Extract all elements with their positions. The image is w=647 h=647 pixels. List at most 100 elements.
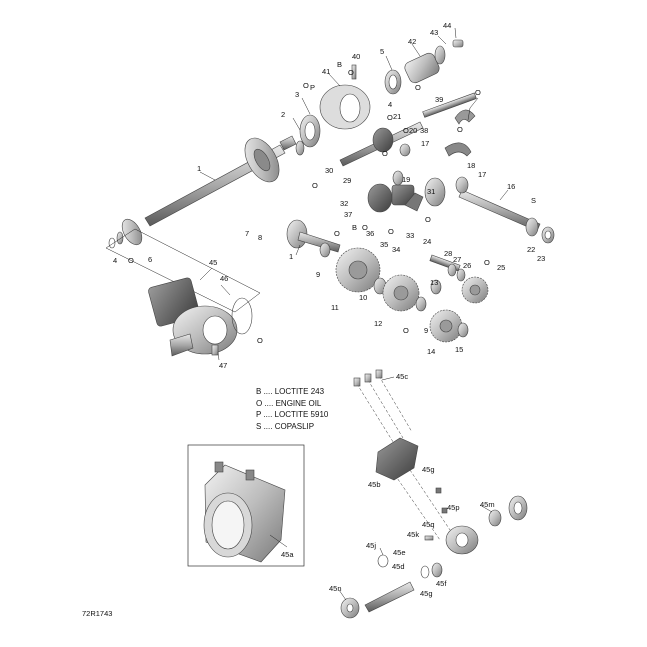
assembly-45 <box>105 228 261 357</box>
symbol-engine-oil: O <box>425 215 431 224</box>
callout-40: 40 <box>352 52 360 61</box>
upper-bearing-group <box>295 39 464 156</box>
callout-9: 9 <box>424 326 428 335</box>
callout-10: 10 <box>359 293 367 302</box>
callout-32: 32 <box>340 199 348 208</box>
callout-41: 41 <box>322 67 330 76</box>
callout-18: 18 <box>467 161 475 170</box>
callout-42: 42 <box>408 37 416 46</box>
callout-45p: 45p <box>447 503 460 512</box>
callout-44: 44 <box>443 21 451 30</box>
symbol-engine-oil: O <box>415 83 421 92</box>
gear-cluster <box>286 219 489 343</box>
callout-19: 19 <box>402 175 410 184</box>
callout-27: 27 <box>453 255 461 264</box>
symbol-engine-oil: O <box>403 126 409 135</box>
callout-1: 1 <box>289 252 293 261</box>
exploded-assembly-45-detail <box>340 369 528 619</box>
symbol-engine-oil: O <box>312 181 318 190</box>
callout-8: 8 <box>258 233 262 242</box>
callout-45: 45 <box>209 258 217 267</box>
callout-43: 43 <box>430 28 438 37</box>
callout-39: 39 <box>435 95 443 104</box>
callout-45k: 45k <box>407 530 419 539</box>
callout-17: 17 <box>421 139 429 148</box>
compound-legend: B .... LOCTITE 243 O .... ENGINE OIL P .… <box>256 386 328 432</box>
callout-47: 47 <box>219 361 227 370</box>
symbol-engine-oil: O <box>128 256 134 265</box>
callout-45b: 45b <box>368 480 381 489</box>
callout-6: 6 <box>148 255 152 264</box>
compound-symbols: B B P S O O O O O O O O O O O O O O O O … <box>128 60 536 345</box>
callout-45q: 45q <box>422 520 435 529</box>
callout-3: 3 <box>295 90 299 99</box>
callout-31: 31 <box>427 187 435 196</box>
inset-housing-45a <box>187 444 305 567</box>
callout-38: 38 <box>420 126 428 135</box>
symbol-engine-oil: O <box>257 336 263 345</box>
callout-13: 13 <box>430 278 438 287</box>
symbol-engine-oil: O <box>334 229 340 238</box>
callout-9: 9 <box>316 270 320 279</box>
callout-29: 29 <box>343 176 351 185</box>
callout-21: 21 <box>393 112 401 121</box>
callout-36: 36 <box>366 229 374 238</box>
callout-5: 5 <box>380 47 384 56</box>
callout-45j: 45j <box>366 541 376 550</box>
symbol-engine-oil: O <box>303 81 309 90</box>
callout-14: 14 <box>427 347 435 356</box>
symbol-engine-oil: O <box>362 223 368 232</box>
callout-22: 22 <box>527 245 535 254</box>
callout-labels: 1 1 2 3 4 4 5 6 7 8 9 9 10 11 12 13 14 1… <box>113 21 545 598</box>
legend-row-s: S .... COPASLIP <box>256 421 315 431</box>
symbol-engine-oil: O <box>484 258 490 267</box>
symbol-engine-oil: O <box>475 88 481 97</box>
callout-2: 2 <box>281 110 285 119</box>
callout-26: 26 <box>463 261 471 270</box>
callout-33: 33 <box>406 231 414 240</box>
symbol-loctite-243: B <box>352 223 357 232</box>
callout-7: 7 <box>245 229 249 238</box>
callout-4: 4 <box>113 256 117 265</box>
callout-45f: 45f <box>436 579 447 588</box>
callout-45d: 45d <box>392 562 405 571</box>
callout-45c: 45c <box>396 372 408 381</box>
input-shaft-assembly <box>424 176 555 244</box>
legend-row-p: P .... LOCTITE 5910 <box>256 410 329 420</box>
leader-lines <box>199 27 509 601</box>
diagram-reference-number: 72R1743 <box>82 609 113 618</box>
callout-11: 11 <box>331 303 339 312</box>
callout-16: 16 <box>507 182 515 191</box>
callout-17: 17 <box>478 170 486 179</box>
symbol-engine-oil: O <box>348 68 354 77</box>
callout-12: 12 <box>374 319 382 328</box>
callout-45g: 45g <box>422 465 435 474</box>
callout-15: 15 <box>455 345 463 354</box>
symbol-engine-oil: O <box>387 113 393 122</box>
callout-46: 46 <box>220 274 228 283</box>
callout-45m: 45m <box>480 500 495 509</box>
callout-34: 34 <box>392 245 400 254</box>
callout-25: 25 <box>497 263 505 272</box>
callout-24: 24 <box>423 237 431 246</box>
symbol-engine-oil: O <box>403 326 409 335</box>
callout-20: 20 <box>409 126 417 135</box>
callout-23: 23 <box>537 254 545 263</box>
callout-35: 35 <box>380 240 388 249</box>
output-shaft-assembly <box>108 135 297 249</box>
symbol-loctite-243: B <box>337 60 342 69</box>
symbol-loctite-5910: P <box>310 83 315 92</box>
callout-45n: 45n <box>329 584 342 593</box>
callout-4: 4 <box>388 100 392 109</box>
callout-1: 1 <box>197 164 201 173</box>
symbol-engine-oil: O <box>388 227 394 236</box>
callout-45a: 45a <box>281 550 294 559</box>
callout-37: 37 <box>344 210 352 219</box>
callout-28: 28 <box>444 249 452 258</box>
callout-45e: 45e <box>393 548 406 557</box>
callout-45g: 45g <box>420 589 433 598</box>
symbol-copaslip: S <box>531 196 536 205</box>
shift-mechanism-group <box>339 92 477 213</box>
legend-row-b: B .... LOCTITE 243 <box>256 387 325 396</box>
